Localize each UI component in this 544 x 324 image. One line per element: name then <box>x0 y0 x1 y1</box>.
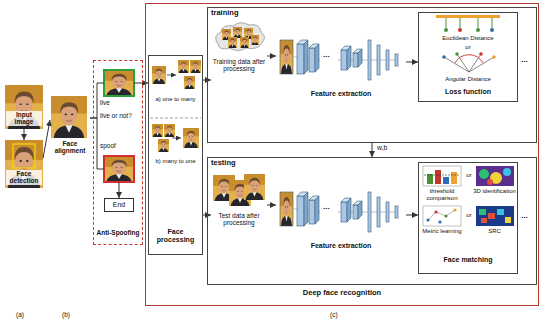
end-box: End <box>104 198 134 212</box>
or-label: or <box>419 44 517 51</box>
network-block: Feature extraction <box>276 182 406 254</box>
data-group: Training data after processing <box>211 22 267 102</box>
panel-title: training <box>211 9 271 17</box>
stage-region: Anti-Spoofing End <box>93 60 143 245</box>
step-label: Face alignment <box>50 140 90 155</box>
flow-arrow <box>24 129 25 140</box>
edge-label: w,b <box>377 144 388 152</box>
flow-arrow <box>406 215 418 216</box>
flow-arrow <box>406 62 418 63</box>
flow-arrow <box>43 120 50 158</box>
edge-label: spoof <box>100 142 116 149</box>
flow-arrow <box>90 83 148 118</box>
ellipsis: ... <box>521 212 528 221</box>
box-title: Face processing <box>150 228 201 244</box>
phase-panel: trainingTraining data after processingFe… <box>207 7 537 143</box>
box-label: End <box>105 201 133 209</box>
data-label: Test data after processing <box>211 212 267 227</box>
panel-tag: (b) <box>62 311 70 318</box>
flow-arrow <box>267 56 276 57</box>
method-label: Euclidean Distance <box>419 35 517 42</box>
image-caption: Input image <box>6 111 42 126</box>
panel-title: testing <box>211 159 271 167</box>
panel-tag: (c) <box>330 311 338 318</box>
photo-box: Face alignment <box>50 95 90 157</box>
photo-box: Face detection <box>5 140 43 188</box>
option-label: b) many to one <box>150 158 201 165</box>
process-box: a) one to many b) many to oneFace process… <box>148 55 203 255</box>
box-title: Loss function <box>419 88 517 96</box>
panel-tag: (a) <box>16 311 24 318</box>
method-label: threshold comparison <box>420 188 464 201</box>
method-label: Metric learning <box>420 228 464 235</box>
region-title: Deep face recognition <box>146 289 538 297</box>
image-caption: Face detection <box>6 170 42 185</box>
phase-panel: testingTest data after processingFeature… <box>207 157 537 285</box>
or-label: or <box>463 172 475 179</box>
region-title: Anti-Spoofing <box>95 229 141 236</box>
ellipsis: ... <box>323 51 330 60</box>
stage-region: Deep face recognition a) one to many b) ma… <box>145 3 539 306</box>
box-title: Feature extraction <box>276 90 406 98</box>
process-box: threshold comparison or 3D identificationM… <box>418 162 518 274</box>
decision-label: live or not? <box>100 112 132 119</box>
network-block: Feature extraction <box>276 30 406 102</box>
data-group: Test data after processing <box>211 172 267 242</box>
process-box: Euclidean Distance orAngular DistanceLoss… <box>418 12 518 102</box>
ellipsis: ... <box>521 56 528 65</box>
data-label: Training data after processing <box>211 58 267 73</box>
method-label: Angular Distance <box>419 76 517 83</box>
photo-box: Input image <box>5 85 43 129</box>
flow-arrow <box>90 118 119 198</box>
box-title: Feature extraction <box>276 242 406 250</box>
option-label: a) one to many <box>150 96 201 103</box>
box-title: Face matching <box>419 256 517 264</box>
flow-arrow <box>267 205 276 206</box>
edge-label: live <box>100 99 110 106</box>
flow-arrow <box>372 143 373 157</box>
ellipsis: ... <box>323 203 330 212</box>
or-label: or <box>463 212 475 219</box>
method-label: SRC <box>472 228 517 235</box>
method-label: 3D identification <box>472 188 517 195</box>
